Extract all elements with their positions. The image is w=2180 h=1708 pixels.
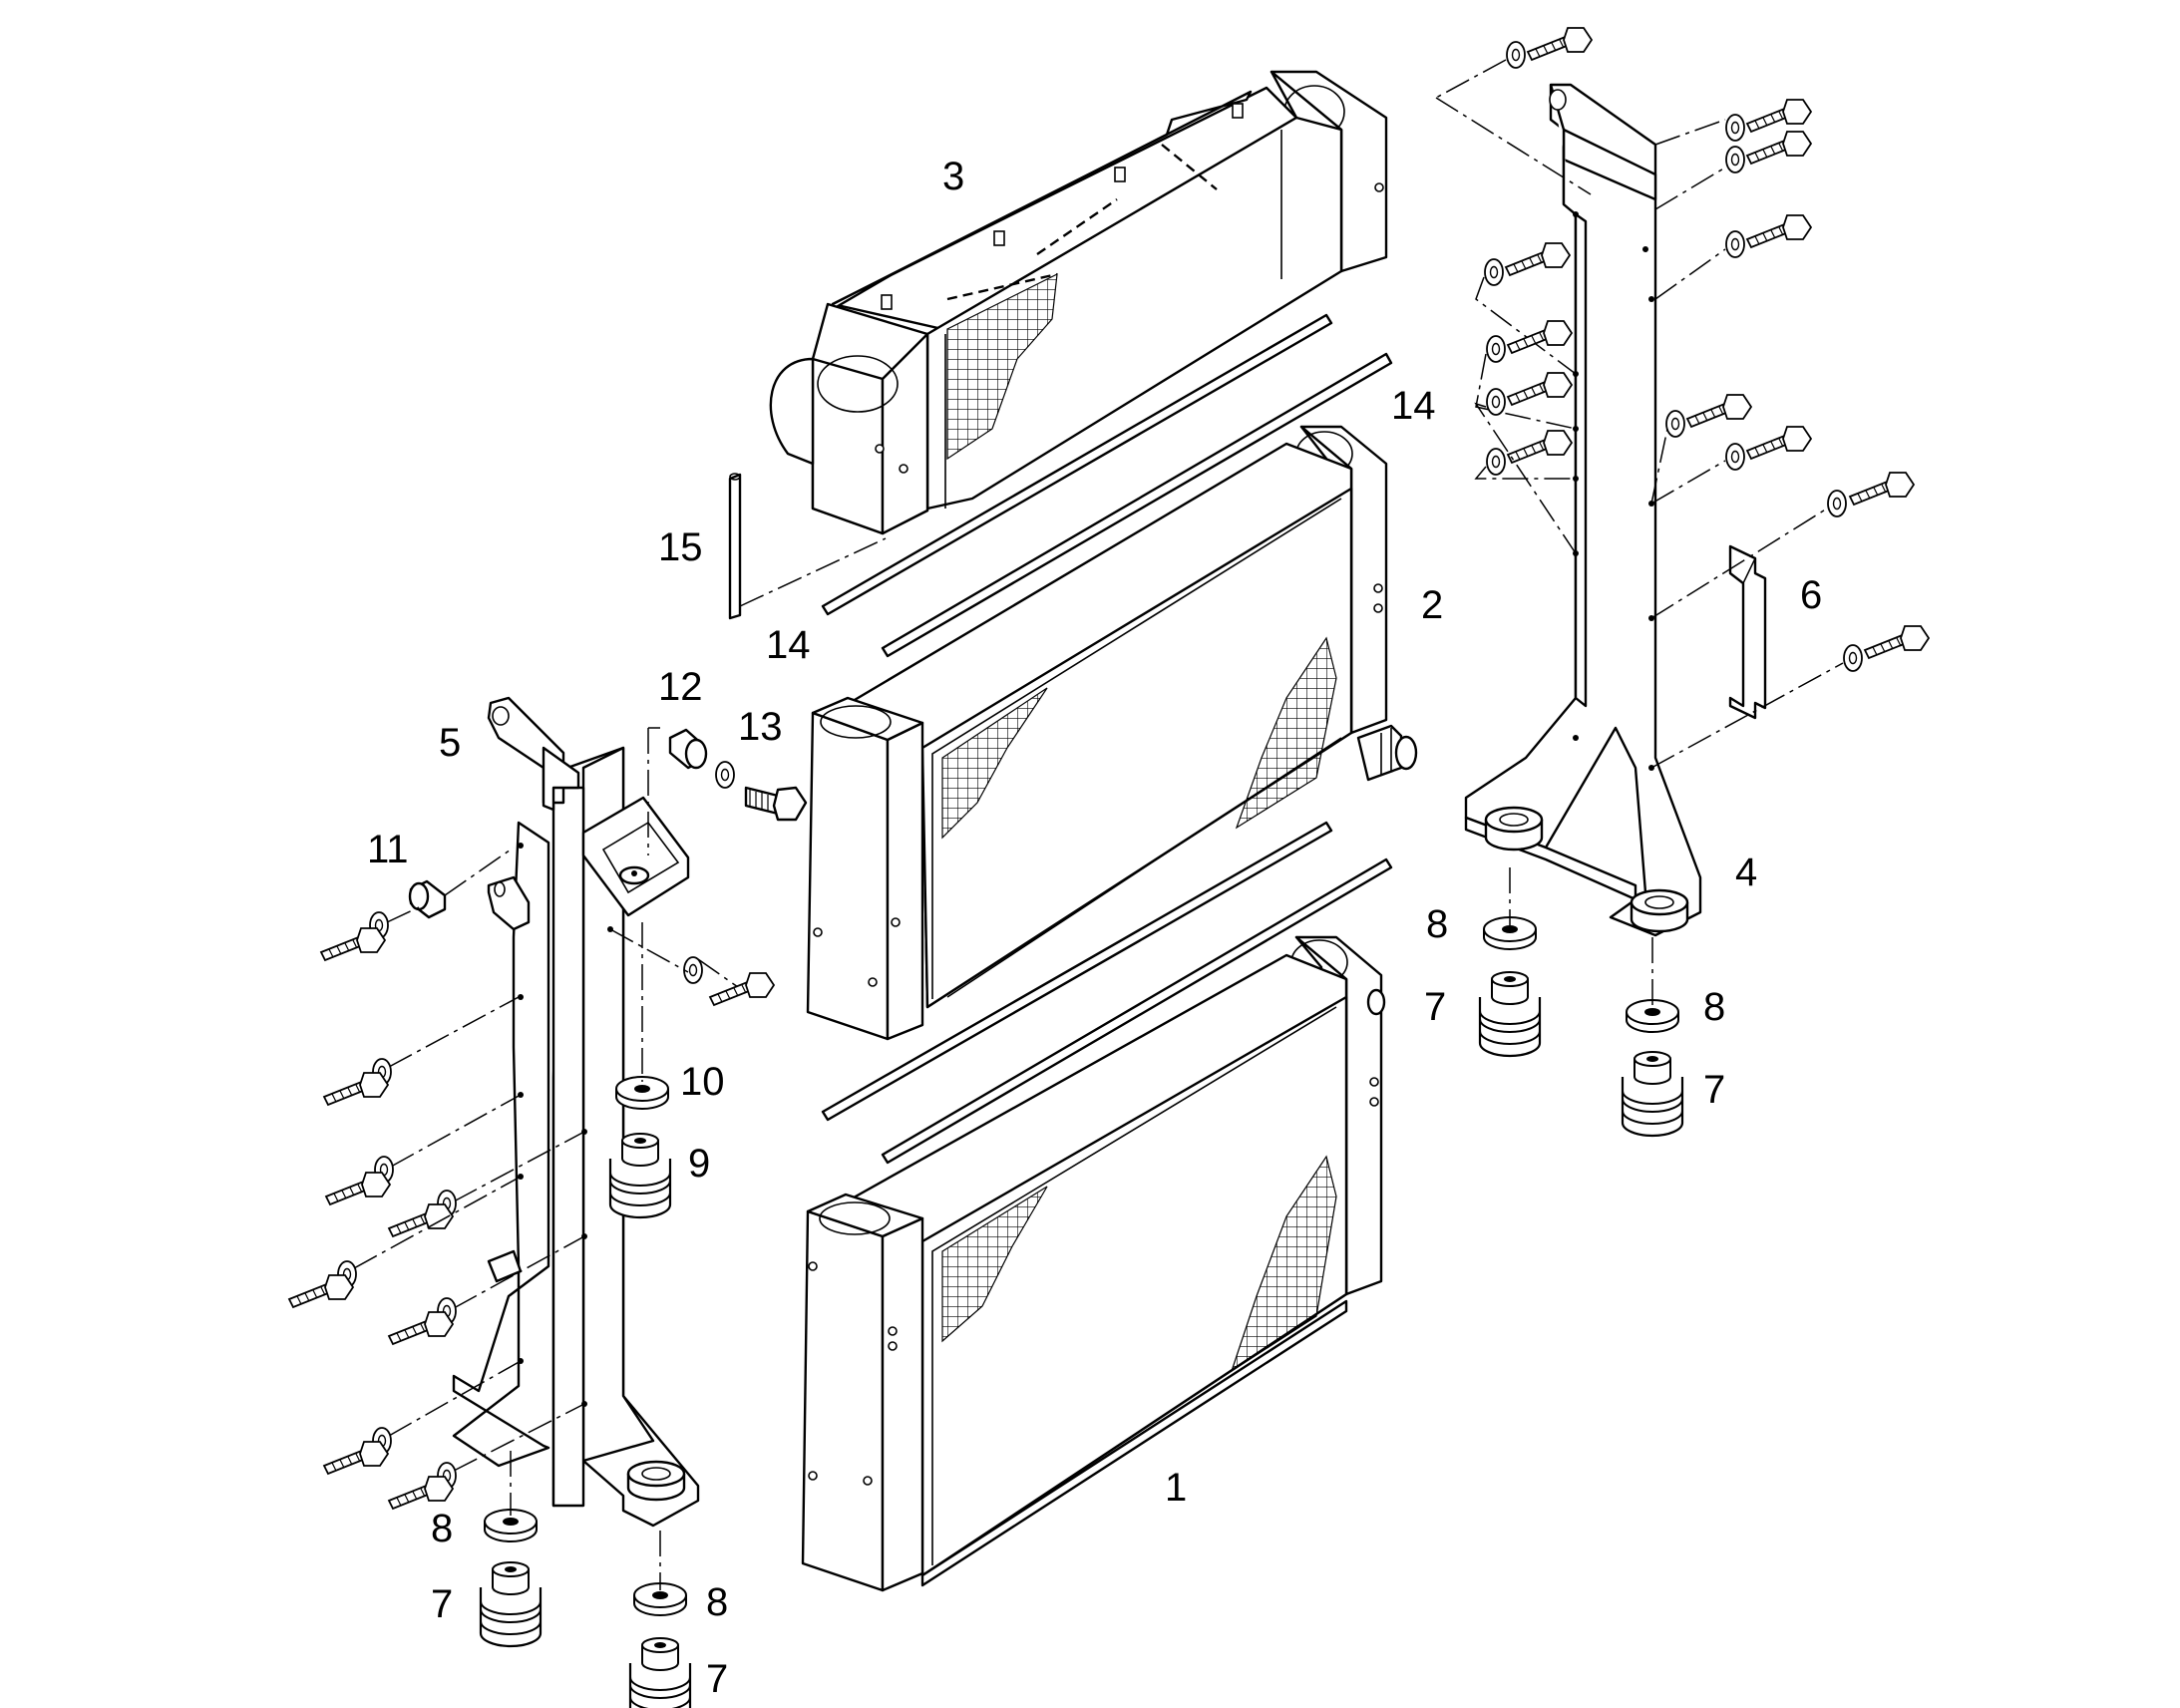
left-side-bracket-part-5 (452, 696, 700, 1528)
bracket-part-6 (1728, 544, 1767, 720)
spacer-part-11 (408, 847, 515, 919)
callout-12: 12 (658, 665, 703, 709)
radiator-part-1 (801, 935, 1386, 1592)
callout-3: 3 (942, 155, 964, 198)
callout-4: 4 (1735, 851, 1757, 894)
callout-15: 15 (658, 525, 703, 569)
left-bolts (288, 906, 775, 1510)
rubber-mount-part-7-left-a (479, 1560, 543, 1648)
right-bolts (1435, 27, 1930, 769)
bolt-washer-part-13 (715, 761, 808, 822)
callout-7-left-a: 7 (431, 1582, 453, 1626)
callout-1: 1 (1165, 1466, 1187, 1510)
seal-strips-part-14 (821, 313, 1393, 1165)
rubber-mount-part-7-left-b (628, 1636, 692, 1708)
right-side-bracket-part-4 (1464, 83, 1702, 937)
charge-air-cooler-part-3 (769, 70, 1388, 535)
callout-8-left-a: 8 (431, 1507, 453, 1550)
mounts (479, 867, 1684, 1708)
callout-8-right-a: 8 (1426, 902, 1448, 946)
rubber-mount-part-7-right-b (1621, 1050, 1684, 1138)
callout-13: 13 (738, 705, 783, 749)
callout-9: 9 (688, 1142, 710, 1186)
callout-labels: 1 2 3 4 5 6 7 7 7 7 8 8 8 8 9 10 11 12 1… (367, 155, 1822, 1701)
radiator-part-2 (806, 425, 1418, 1041)
callout-7-right-a: 7 (1424, 985, 1446, 1029)
bushing-part-12 (647, 727, 708, 855)
callout-14-lower: 14 (766, 623, 811, 667)
callout-8-left-b: 8 (706, 1580, 728, 1624)
callout-7-right-b: 7 (1703, 1068, 1725, 1112)
callout-10: 10 (680, 1060, 725, 1104)
callout-5: 5 (439, 721, 461, 765)
callout-8-right-b: 8 (1703, 985, 1725, 1029)
rubber-mount-part-7-right-a (1478, 970, 1542, 1058)
seal-strip-part-15 (728, 473, 887, 620)
callout-14-upper: 14 (1391, 384, 1436, 428)
callout-6: 6 (1800, 573, 1822, 617)
callout-11: 11 (367, 828, 409, 871)
callout-7-left-b: 7 (706, 1657, 728, 1701)
callout-2: 2 (1421, 583, 1443, 627)
